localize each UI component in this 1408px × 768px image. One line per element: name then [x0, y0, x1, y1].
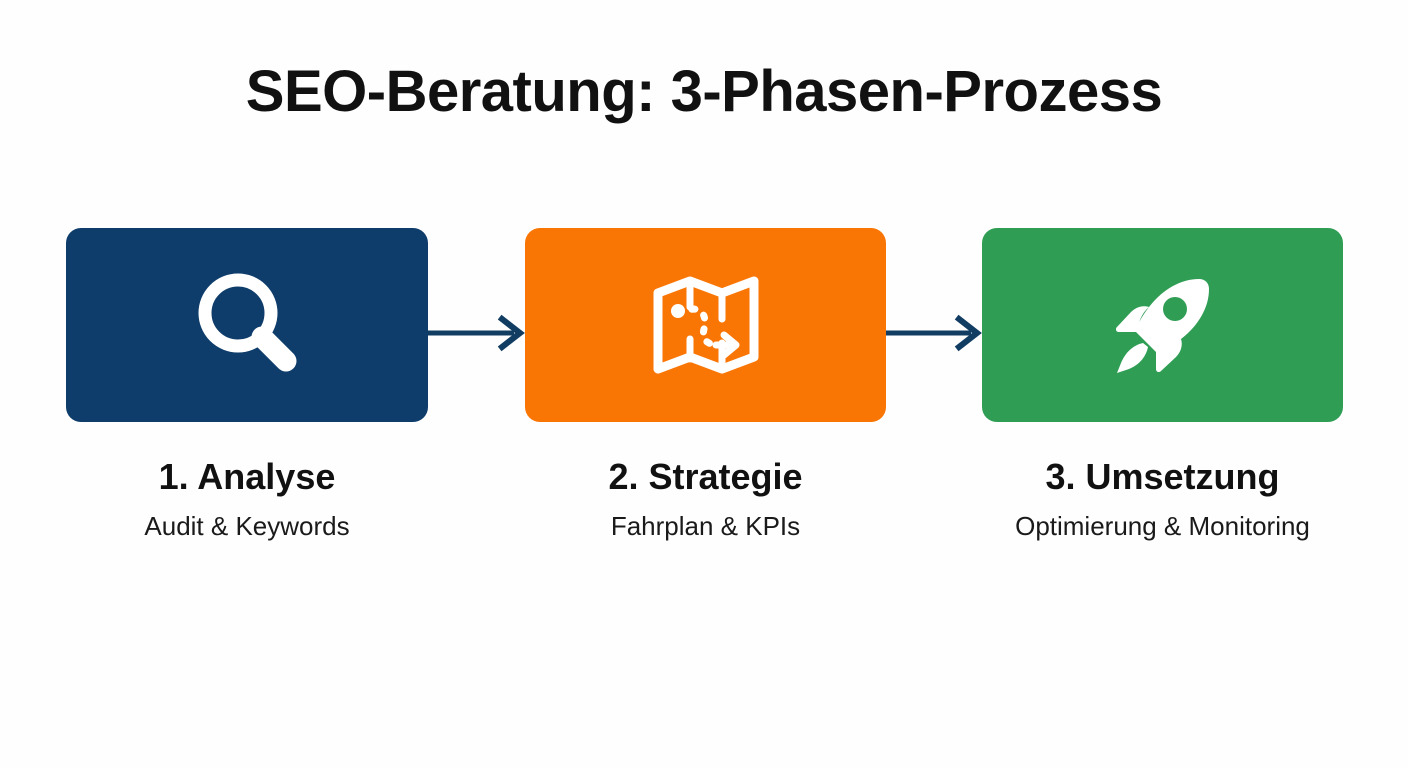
phase-card-body-strategie[interactable] — [525, 228, 886, 422]
phase-card-analyse[interactable]: 1. Analyse Audit & Keywords — [66, 228, 428, 540]
arrow-connector-1 — [428, 314, 525, 352]
phase-subtitle-analyse: Audit & Keywords — [144, 510, 350, 541]
phase-title-analyse: 1. Analyse — [158, 456, 336, 497]
phase-title-strategie: 2. Strategie — [608, 456, 803, 497]
page-title: SEO-Beratung: 3-Phasen-Prozess — [245, 59, 1163, 124]
arrow-connector-2 — [886, 314, 982, 352]
phase-card-body-analyse[interactable] — [66, 228, 428, 422]
phase-card-body-umsetzung[interactable] — [982, 228, 1343, 422]
magnifier-icon — [187, 265, 307, 385]
phase-card-strategie[interactable]: 2. Strategie Fahrplan & KPIs — [525, 228, 886, 540]
map-route-icon — [646, 265, 766, 385]
phase-title-umsetzung: 3. Umsetzung — [1045, 456, 1280, 497]
phase-subtitle-strategie: Fahrplan & KPIs — [610, 510, 801, 541]
phase-card-umsetzung[interactable]: 3. Umsetzung Optimierung & Monitoring — [982, 228, 1343, 540]
phase-subtitle-umsetzung: Optimierung & Monitoring — [1015, 510, 1310, 541]
rocket-icon — [1103, 265, 1223, 385]
